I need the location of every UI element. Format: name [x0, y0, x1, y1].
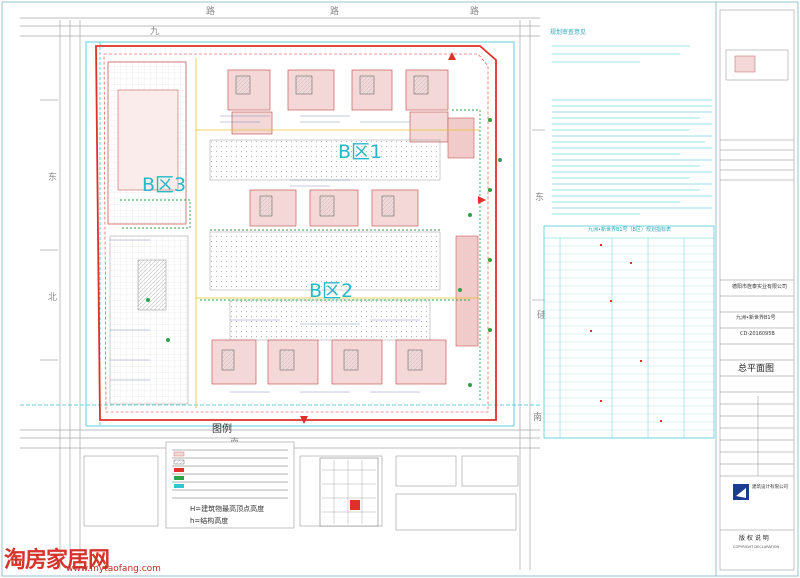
zone-label-b1: B区1 — [338, 141, 383, 163]
svg-text:九: 九 — [150, 26, 159, 37]
svg-text:南: 南 — [533, 411, 542, 423]
copyright-title: 版 权 说 明 — [739, 535, 769, 542]
zone-label-b3: B区3 — [142, 174, 187, 196]
drawing-title: 总平面图 — [738, 364, 775, 374]
owner-name: 德阳市旌泰实业有限公司 — [732, 284, 788, 290]
svg-text:东: 东 — [535, 191, 544, 203]
design-number: CD-2016095B — [740, 331, 775, 337]
watermark-brand-b: 家居网 — [46, 548, 110, 573]
watermark-url: www.mytaofang.com — [66, 564, 161, 574]
watermark-logo: 淘房家居网 www.mytaofang.com — [4, 542, 161, 574]
zone-label-b2: B区2 — [309, 280, 354, 302]
legend-title: 图例 — [212, 424, 232, 435]
svg-text:路: 路 — [330, 5, 339, 17]
svg-text:北: 北 — [48, 292, 57, 303]
project-name: 九洲•新世界B1号 — [736, 315, 776, 321]
design-company: 建筑设计有限公司 — [752, 485, 788, 490]
copyright-subtitle: COPYRIGHT DECLARATION — [733, 545, 780, 549]
svg-text:硅: 硅 — [537, 309, 546, 321]
svg-text:东: 东 — [48, 171, 57, 183]
legend-line-1: H=建筑物最高顶点高度 — [190, 505, 265, 513]
table-title: 九洲•新世界B1号（B区）规划指标表 — [588, 227, 671, 233]
svg-text:路: 路 — [206, 5, 215, 17]
notes-title: 规划审查意见 — [550, 29, 587, 36]
watermark-brand-a: 淘房 — [4, 548, 47, 573]
svg-text:路: 路 — [470, 5, 479, 17]
legend-line-2: h=结构高度 — [190, 517, 229, 525]
